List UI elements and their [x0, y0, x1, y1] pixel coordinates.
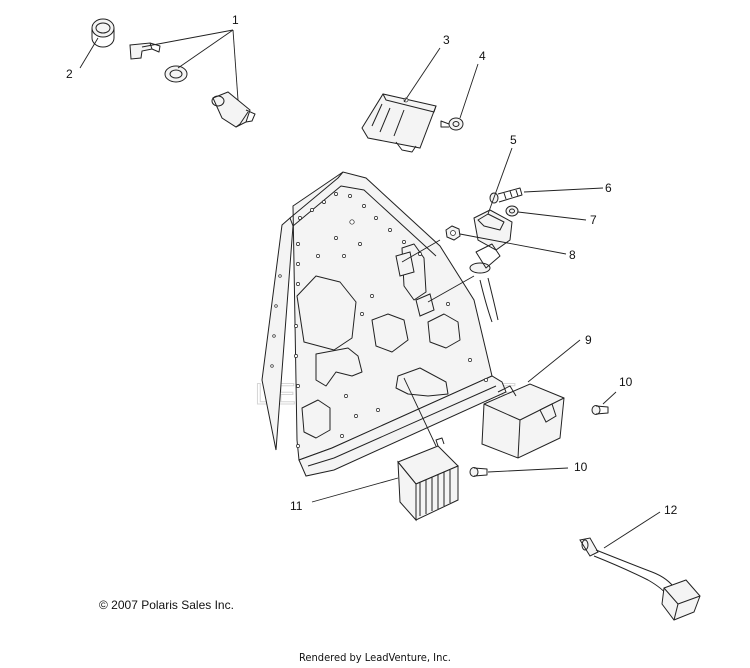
callout-3: 3	[443, 33, 450, 47]
part-11-regulator	[397, 437, 459, 522]
callout-9: 9	[585, 333, 592, 347]
callout-10-upper: 10	[619, 375, 633, 389]
callout-1: 1	[232, 13, 239, 27]
callout-4: 4	[479, 49, 486, 63]
callout-2: 2	[66, 67, 73, 81]
callout-labels: 1 2 3 4 5 6 7 8 9 10 10 11 12	[66, 13, 678, 517]
part-1-switch	[211, 91, 256, 128]
copyright-notice: © 2007 Polaris Sales Inc.	[99, 598, 234, 612]
rendered-by-credit: Rendered by LeadVenture, Inc.	[299, 651, 451, 664]
part-12-sensor	[579, 537, 701, 621]
part-5-coil	[469, 209, 513, 323]
part-1-key	[129, 42, 161, 60]
part-2-cap	[91, 18, 115, 48]
main-panel	[261, 171, 507, 477]
part-1-bezel	[164, 65, 188, 83]
callout-11: 11	[290, 499, 303, 513]
part-8-nut	[445, 225, 461, 241]
callout-5: 5	[510, 133, 517, 147]
leader-lines	[79, 29, 661, 549]
part-4-screw	[440, 117, 464, 131]
panel-holes	[270, 192, 488, 448]
callout-7: 7	[590, 213, 597, 227]
callout-6: 6	[605, 181, 612, 195]
part-10-screw-lower	[469, 467, 488, 477]
callout-10-lower: 10	[574, 460, 588, 474]
part-9-module	[481, 383, 565, 459]
callout-12: 12	[664, 503, 678, 517]
part-10-screw-upper	[591, 405, 609, 415]
callout-8: 8	[569, 248, 576, 262]
part-7-washer	[505, 205, 519, 217]
part-3-module	[361, 93, 437, 153]
